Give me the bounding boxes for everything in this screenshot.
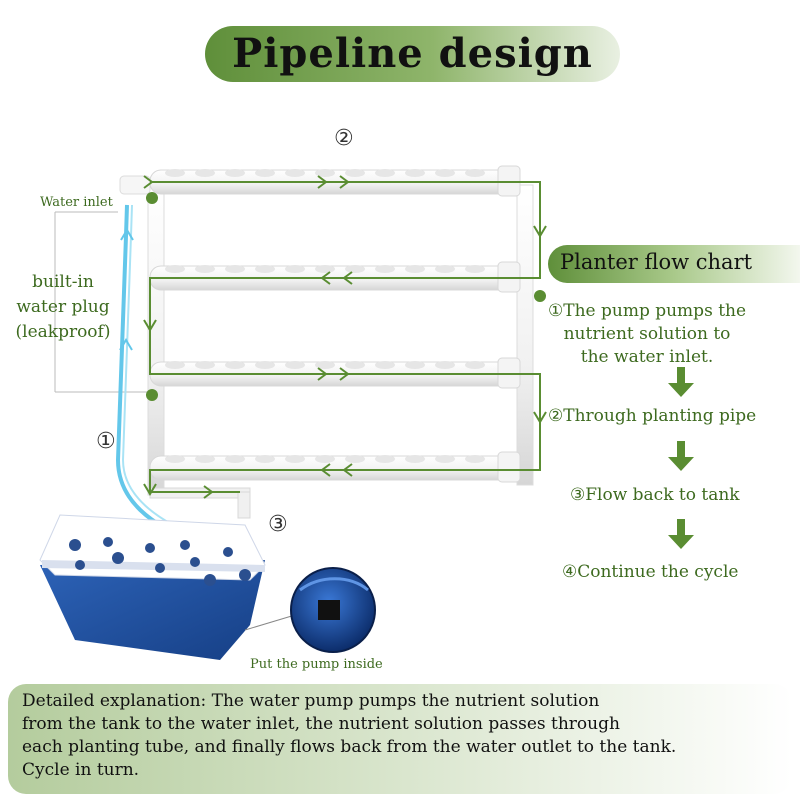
marker-1: ① [96, 429, 116, 454]
planting-hole [195, 455, 215, 463]
planting-hole [225, 169, 245, 177]
planting-hole [465, 455, 485, 463]
planting-hole [225, 361, 245, 369]
water-plug-bracket [54, 211, 148, 393]
planting-hole [195, 169, 215, 177]
planting-hole [285, 455, 305, 463]
planting-hole [375, 169, 395, 177]
planting-hole [165, 265, 185, 273]
planting-hole [345, 455, 365, 463]
flowchart-title-banner [548, 245, 800, 283]
flowchart-arrows [668, 367, 694, 549]
planting-hole [195, 265, 215, 273]
planting-hole [405, 265, 425, 273]
planting-hole [405, 361, 425, 369]
planting-hole [375, 455, 395, 463]
planting-hole [165, 361, 185, 369]
water-tank [39, 514, 266, 660]
planting-hole [465, 169, 485, 177]
planting-hole [315, 361, 335, 369]
planting-hole [285, 169, 305, 177]
frame-pipes [119, 175, 534, 496]
planting-hole [345, 169, 365, 177]
flowchart-title: Planter flow chart [560, 250, 753, 274]
flowchart-step-2: ②Through planting pipe [548, 406, 757, 426]
flowchart-step-3: ③Flow back to tank [570, 485, 740, 505]
planting-hole [225, 455, 245, 463]
explanation-box [8, 684, 792, 794]
junction-dots [146, 192, 546, 401]
planting-hole [165, 169, 185, 177]
marker-2: ② [334, 126, 354, 151]
planting-hole [285, 361, 305, 369]
planting-hole [255, 361, 275, 369]
planting-hole [465, 265, 485, 273]
planting-hole [195, 361, 215, 369]
planting-hole [375, 265, 395, 273]
planting-hole [435, 361, 455, 369]
marker-3: ③ [268, 512, 288, 537]
planting-hole [435, 169, 455, 177]
planting-hole [255, 169, 275, 177]
flowchart-step-4: ④Continue the cycle [562, 562, 739, 582]
flow-path [149, 181, 541, 493]
planting-hole [375, 361, 395, 369]
flowchart-step-1: ①The pump pumps the nutrient solution to… [548, 301, 747, 367]
planting-hole [285, 265, 305, 273]
explanation-text: Detailed explanation: The water pump pum… [22, 691, 677, 780]
planting-holes [165, 169, 485, 463]
pump-label: Put the pump inside [250, 657, 383, 672]
planting-hole [345, 361, 365, 369]
planting-hole [315, 169, 335, 177]
planting-hole [225, 265, 245, 273]
title-banner [205, 26, 620, 82]
planting-hole [405, 455, 425, 463]
water-plug-label: built-in water plug (leakproof) [15, 272, 111, 342]
planting-hole [345, 265, 365, 273]
flow-arrows [143, 175, 547, 499]
planting-hole [315, 265, 335, 273]
planting-hole [255, 455, 275, 463]
planting-hole [435, 265, 455, 273]
planting-hole [435, 455, 455, 463]
planting-hole [465, 361, 485, 369]
planting-hole [315, 455, 335, 463]
water-inlet-label: Water inlet [40, 195, 113, 210]
pump-callout [244, 567, 376, 653]
page-title: Pipeline design [232, 30, 593, 77]
planting-hole [405, 169, 425, 177]
planting-hole [255, 265, 275, 273]
planting-hole [165, 455, 185, 463]
